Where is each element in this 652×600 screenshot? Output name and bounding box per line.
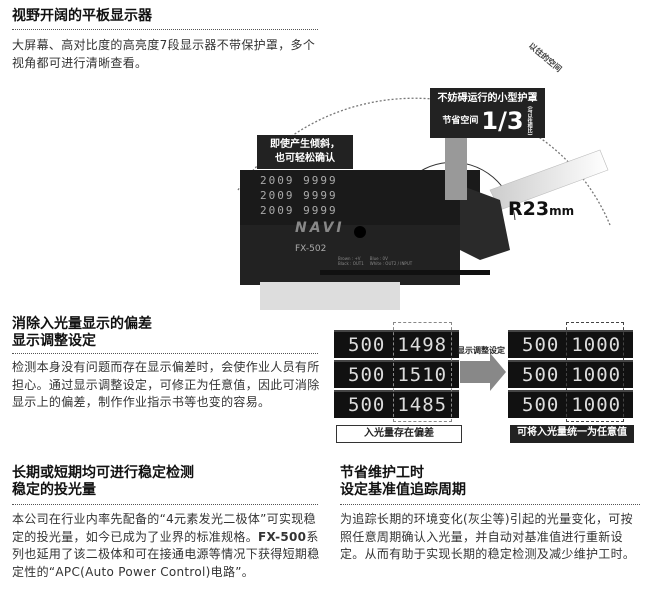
product-illustration: 2009 9999 2009 9999 2009 9999 NAVI FX-50… [220, 20, 652, 310]
after-highlight [566, 322, 624, 422]
threshold-value: 500 [348, 364, 386, 386]
section-body-flat-display: 大屏幕、高对比度的高亮度7段显示器不带保护罩，多个视角都可进行清晰查看。 [12, 38, 316, 70]
space-ratio: 1/3 [481, 106, 524, 135]
display-row: 500 1000 [508, 360, 633, 388]
display-row: 500 1498 [334, 330, 459, 358]
arrow-shaft [460, 361, 490, 383]
space-saving-label: 节省空间 [442, 115, 479, 126]
threshold-value: 500 [522, 364, 560, 386]
divider [12, 29, 318, 30]
section-title-maintenance: 节省维护工时 设定基准值追踪周期 [340, 465, 466, 499]
body-part-a: 本公司在行业内率先配备的“4元素发光二极体”可实现稳定的投光量，如今已成为了业界… [12, 512, 316, 544]
callout-tilt-line1: 即使产生倾斜， [270, 139, 340, 150]
body-part-b: 系列也延用了该二极体和可在接通电源等情况下获得短期稳定性的“APC(Auto P… [12, 529, 320, 579]
title-line2: 设定基准值追踪周期 [340, 482, 466, 498]
callout-cover-line1: 不妨碍运行的小型护罩 [437, 93, 538, 104]
divider [12, 353, 318, 354]
brand-logo: NAVI [295, 220, 345, 236]
radius-label: R23mm [508, 198, 574, 220]
section-body-maintenance: 为追踪长期的环境变化(灰尘等)引起的光量变化，可按照任意周期确认入光量，并自动对… [340, 512, 636, 561]
display-row: 500 1000 [508, 330, 633, 358]
model-label: FX-502 [295, 244, 327, 254]
wiring-black: Black : OUT1 [338, 261, 364, 266]
callout-cover: 不妨碍运行的小型护罩 节省空间 1/3 (与以往相比) [430, 88, 545, 138]
wiring-blue: Blue : 0V [369, 256, 388, 261]
display-row: 500 1510 [334, 360, 459, 388]
title-line1: 节省维护工时 [340, 465, 424, 481]
section-title-stable-emission: 长期或短期均可进行稳定检测 稳定的投光量 [12, 465, 194, 499]
threshold-value: 500 [522, 334, 560, 356]
divider [12, 504, 318, 505]
product-series: FX-500 [258, 529, 307, 544]
after-label: 可将入光量统一为任意值 [510, 425, 634, 443]
wiring-legend: Brown : +V Blue : 0V Black : OUT1 White : … [338, 256, 412, 266]
light-value: 1000 [571, 364, 622, 386]
threshold-value: 500 [522, 394, 560, 416]
ratio-note: (与以往相比) [526, 106, 533, 136]
arrow-icon [490, 353, 506, 391]
section-title-flat-display: 视野开阔的平板显示器 [12, 8, 152, 24]
after-displays: 500 1000 500 1000 500 1000 [508, 330, 633, 420]
device-display-2: 2009 9999 [260, 189, 338, 202]
title-line1: 长期或短期均可进行稳定检测 [12, 465, 194, 481]
title-line1: 消除入光量显示的偏差 [12, 316, 152, 332]
section-title-display-adjust: 消除入光量显示的偏差 显示调整设定 [12, 316, 152, 350]
before-displays: 500 1498 500 1510 500 1485 [334, 330, 459, 420]
callout-tilt: 即使产生倾斜， 也可轻松确认 [257, 135, 353, 169]
wiring-white: White : OUT2 / INPUT [369, 261, 413, 266]
light-value: 1510 [397, 364, 448, 386]
callout-tilt-line2: 也可轻松确认 [275, 153, 335, 164]
section-body-stable-emission: 本公司在行业内率先配备的“4元素发光二极体”可实现稳定的投光量，如今已成为了业界… [12, 511, 322, 581]
wiring-brown: Brown : +V [338, 256, 361, 261]
display-row: 500 1485 [334, 390, 459, 418]
before-highlight [393, 322, 452, 422]
light-value: 1000 [571, 394, 622, 416]
device-display-1: 2009 9999 [260, 174, 338, 187]
space-arc [237, 97, 611, 310]
light-value: 1498 [397, 334, 448, 356]
light-value: 1485 [397, 394, 448, 416]
light-value: 1000 [571, 334, 622, 356]
threshold-value: 500 [348, 394, 386, 416]
threshold-value: 500 [348, 334, 386, 356]
title-line2: 稳定的投光量 [12, 482, 96, 498]
display-row: 500 1000 [508, 390, 633, 418]
section-body-display-adjust: 检测本身没有问题而存在显示偏差时，会使作业人员有所担心。通过显示调整设定，可修正… [12, 360, 320, 409]
radius-value: R23 [508, 198, 550, 220]
arrow-label: 显示调整设定 [457, 346, 505, 355]
before-label: 入光量存在偏差 [336, 425, 462, 443]
radius-unit: mm [549, 204, 575, 218]
title-line2: 显示调整设定 [12, 333, 96, 349]
divider [340, 504, 640, 505]
device-display-3: 2009 9999 [260, 204, 338, 217]
